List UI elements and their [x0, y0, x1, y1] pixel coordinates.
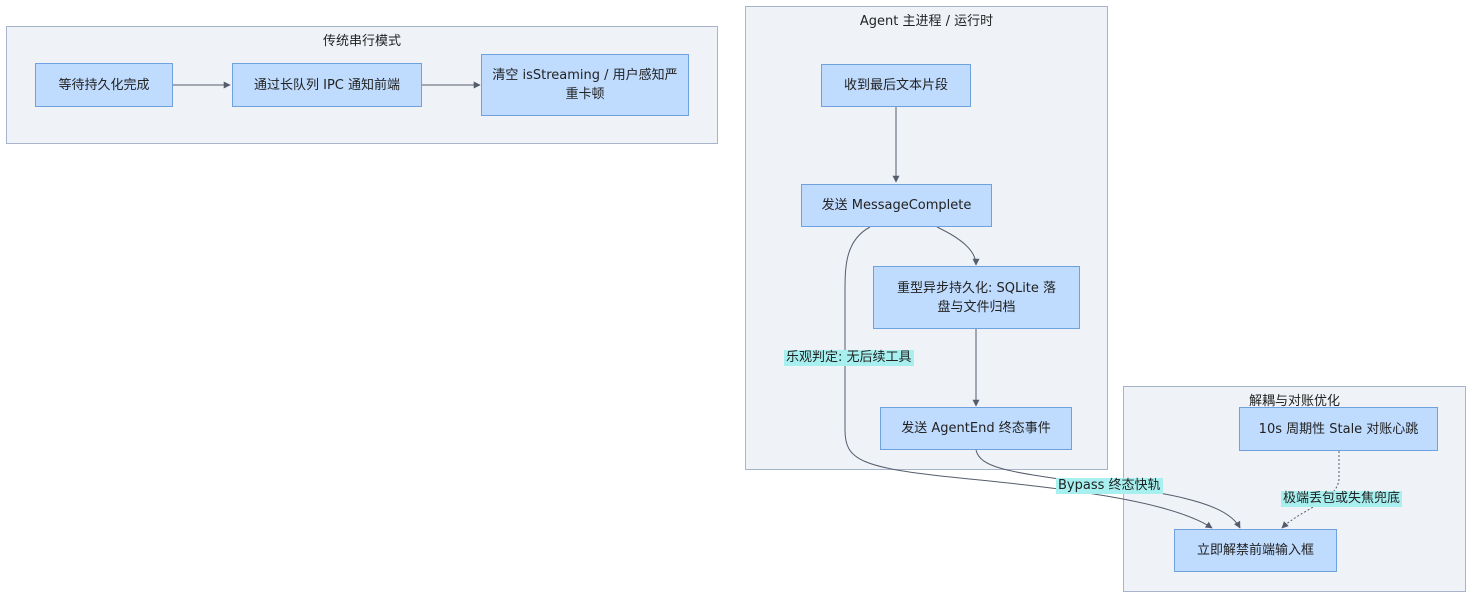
node-heavy-persist: 重型异步持久化: SQLite 落盘与文件归档	[873, 266, 1080, 329]
node-wait-persist: 等待持久化完成	[35, 63, 173, 107]
node-unlock-input: 立即解禁前端输入框	[1174, 529, 1337, 572]
node-send-agent-end: 发送 AgentEnd 终态事件	[880, 407, 1072, 450]
cluster-decouple-title: 解耦与对账优化	[1248, 394, 1340, 409]
cluster-agent-runtime-title: Agent 主进程 / 运行时	[859, 14, 994, 29]
cluster-serial-mode-title: 传统串行模式	[322, 34, 401, 49]
edge-optimistic-bypass	[844, 226, 1213, 529]
node-ipc-notify: 通过长队列 IPC 通知前端	[232, 63, 422, 107]
edge-complete-to-persist	[936, 226, 980, 266]
edge-label-optimistic: 乐观判定: 无后续工具	[784, 350, 914, 366]
edge-heartbeat-fallback	[1281, 451, 1340, 529]
node-clear-streaming: 清空 isStreaming / 用户感知严重卡顿	[481, 54, 689, 116]
node-heartbeat: 10s 周期性 Stale 对账心跳	[1239, 407, 1438, 451]
edge-label-bypass: Bypass 终态快轨	[1056, 478, 1163, 494]
node-send-message-complete: 发送 MessageComplete	[801, 184, 992, 227]
edge-label-fallback: 极端丢包或失焦兜底	[1281, 491, 1403, 507]
node-receive-last: 收到最后文本片段	[821, 64, 971, 107]
